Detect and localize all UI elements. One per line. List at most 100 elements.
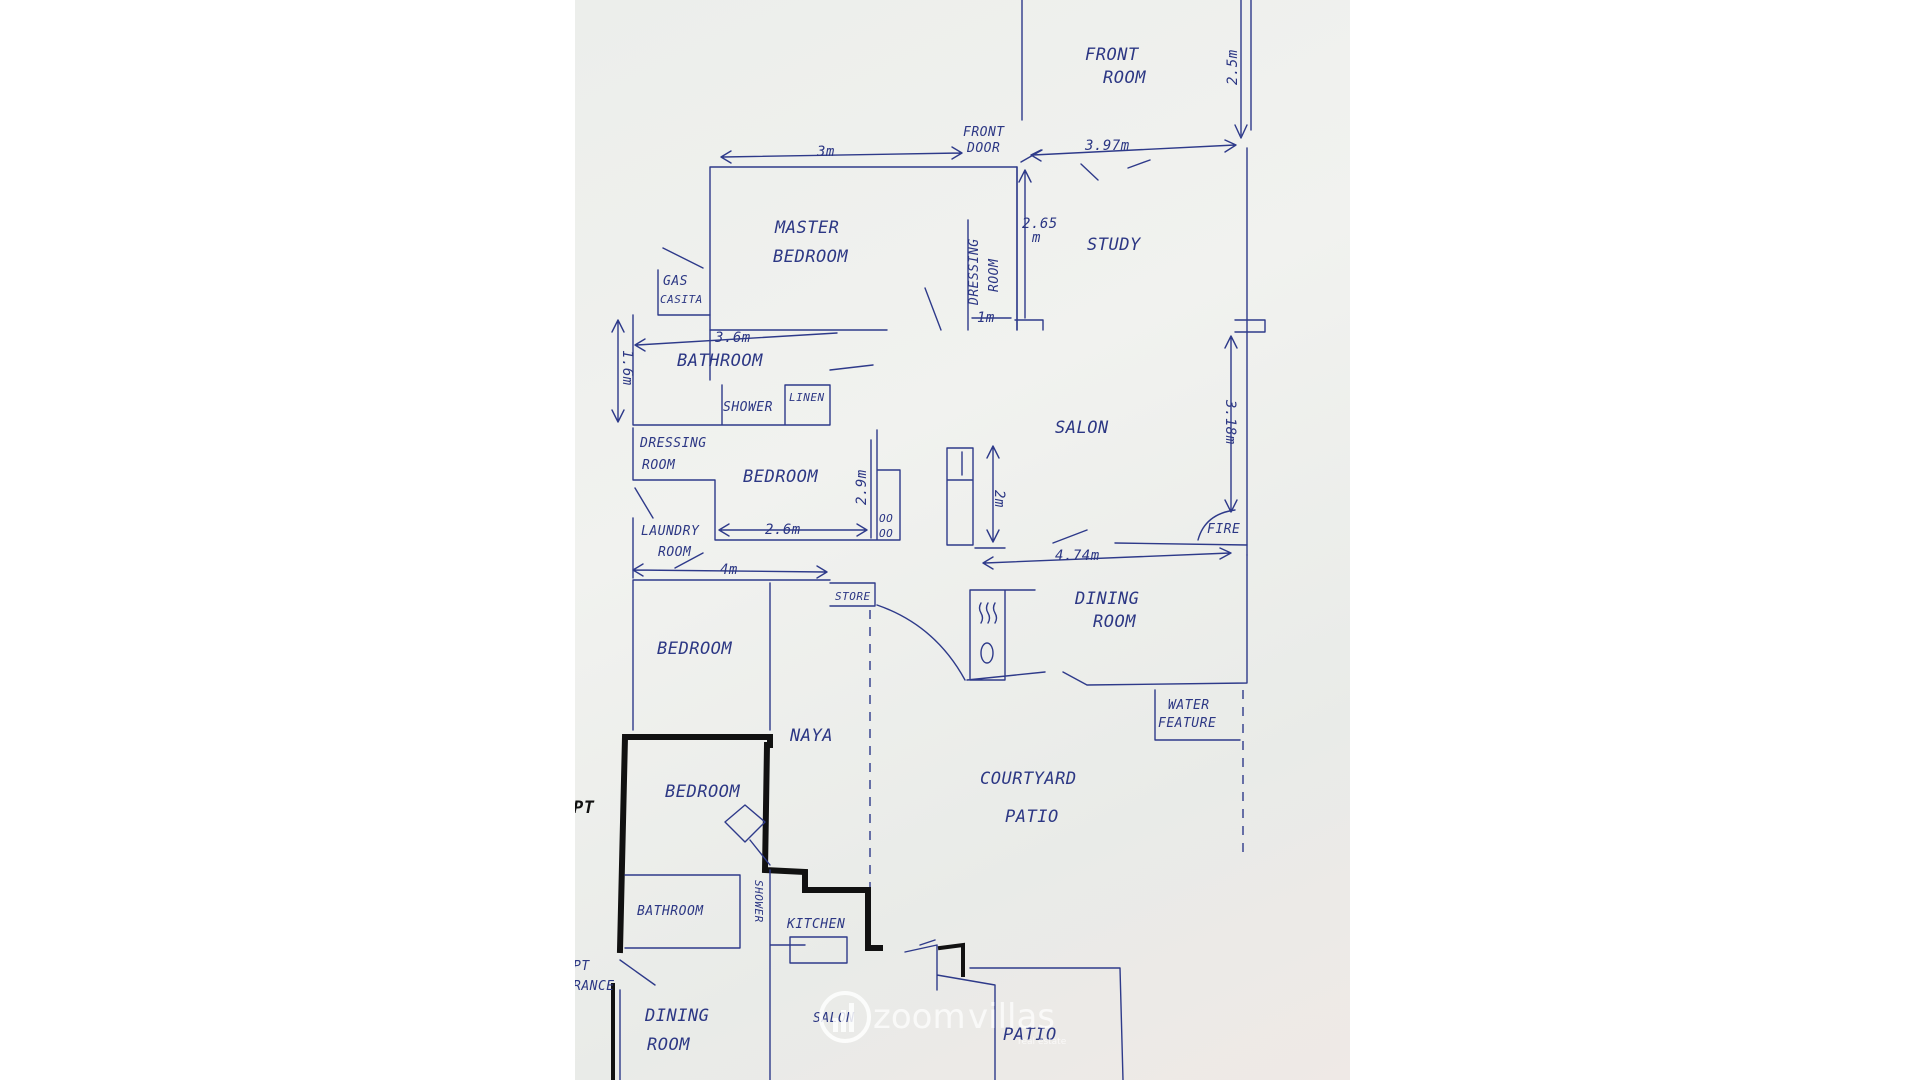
floor-plan-sketch: FRONT ROOM 2.5m FRONT DOOR 3m 3.97m MAST… xyxy=(575,0,1266,1080)
label-dining-2: ROOM xyxy=(1093,612,1136,632)
label-laundry-2: ROOM xyxy=(658,545,692,560)
label-apt-dining-1: DINING xyxy=(644,1006,709,1026)
salon-bottom-wall xyxy=(974,529,1248,549)
dim-2-6: 2.6m xyxy=(765,522,801,538)
label-store: STORE xyxy=(835,590,871,603)
dim-3m: 3m xyxy=(816,144,835,160)
dim-arrow-4m xyxy=(632,563,828,579)
apt-door-marker xyxy=(724,804,771,866)
watermark-logo-icon xyxy=(819,991,871,1043)
dim-2-5: 2.5m xyxy=(1225,49,1241,85)
dim-arrow-2-6 xyxy=(718,523,868,537)
watermark-brand-first: zoom xyxy=(873,997,966,1037)
label-linen: LINEN xyxy=(789,391,825,404)
label-shower-main: SHOWER xyxy=(723,400,773,415)
label-master-bedroom-2: BEDROOM xyxy=(773,247,848,267)
dining-heat-marks xyxy=(978,602,998,624)
store-walls xyxy=(829,582,876,607)
watermark-brand-second: villas xyxy=(968,997,1055,1037)
front-room-dim-line xyxy=(1234,0,1248,139)
label-apt-bathroom: BATHROOM xyxy=(637,904,704,919)
label-gas-casita-2: CASITA xyxy=(660,293,703,306)
apt-entry-wall xyxy=(611,942,965,1080)
label-master-bedroom-1: MASTER xyxy=(774,218,839,238)
dim-3-18: 3.18m xyxy=(1222,399,1238,445)
dim-1-6: 1.6m xyxy=(619,350,635,386)
label-apt-entrance-2: RANCE xyxy=(575,979,615,994)
dim-arrow-2-65 xyxy=(1018,169,1032,319)
apartment-inner-walls xyxy=(624,869,806,1080)
apt-lower-walls xyxy=(619,939,996,1080)
wardrobe-marks: OO xyxy=(879,512,893,525)
laundry-walls xyxy=(632,487,704,579)
apt-kitchen-box xyxy=(789,936,848,964)
dressing-room-walls xyxy=(967,166,1044,331)
label-apt-edge: PT xyxy=(575,798,595,818)
fire-arc xyxy=(1197,509,1236,541)
label-front-room-2: ROOM xyxy=(1103,68,1146,88)
watermark-tagline: real estate xyxy=(1018,1037,1067,1047)
label-apt-bedroom: BEDROOM xyxy=(665,782,740,802)
dim-2-65-b: m xyxy=(1031,230,1041,246)
label-bedroom-3: BEDROOM xyxy=(657,639,732,659)
watermark-logo-bar-2 xyxy=(841,1010,846,1032)
dim-2-65-a: 2.65 xyxy=(1022,216,1058,232)
dim-2m: 2m xyxy=(991,490,1007,508)
dim-arrow-3-97 xyxy=(1030,139,1237,162)
courtyard-door-arc xyxy=(876,604,966,681)
label-apt-patio: PATIO xyxy=(1003,1025,1057,1045)
dim-1m: 1m xyxy=(977,310,995,326)
dressing-room-2-walls xyxy=(632,427,901,541)
dim-arrow-2m xyxy=(986,445,1000,543)
label-naya: NAYA xyxy=(789,726,833,746)
label-dining-1: DINING xyxy=(1074,589,1139,609)
dining-stove xyxy=(980,642,994,664)
watermark-logo-bar-3 xyxy=(849,1003,854,1032)
label-dressing-room-2-2: ROOM xyxy=(642,458,676,473)
label-dressing-room-2-1: DRESSING xyxy=(639,436,707,451)
wardrobe-marks-2: OO xyxy=(879,527,893,540)
label-study: STUDY xyxy=(1087,235,1142,255)
bedroom-3-walls xyxy=(632,579,831,731)
dining-walls xyxy=(966,554,1248,686)
bathroom-walls xyxy=(632,314,874,426)
dim-2-9: 2.9m xyxy=(854,469,870,505)
dim-arrow-1-6 xyxy=(611,319,625,423)
label-laundry-1: LAUNDRY xyxy=(641,524,700,539)
label-gas-casita-1: GAS xyxy=(663,274,688,289)
gas-casita-walls xyxy=(657,247,711,316)
label-front-door-1: FRONT xyxy=(963,125,1005,140)
watermark-logo-bar-1 xyxy=(833,1018,838,1032)
label-dressing-room-main-2: ROOM xyxy=(987,258,1002,292)
label-bedroom-2: BEDROOM xyxy=(743,467,818,487)
watermark-logo: zoom villas real estate xyxy=(819,991,1067,1047)
water-feature-walls xyxy=(1154,689,1241,741)
salon-features xyxy=(946,447,974,546)
dim-3-6: 3.6m xyxy=(714,330,751,346)
label-apt-dining-2: ROOM xyxy=(647,1035,690,1055)
label-fire: FIRE xyxy=(1207,522,1240,537)
label-apt-shower: SHOWER xyxy=(752,880,765,923)
label-patio: PATIO xyxy=(1005,807,1059,827)
apt-patio-walls xyxy=(969,967,1124,1080)
label-courtyard: COURTYARD xyxy=(980,769,1077,789)
label-water-feature-2: FEATURE xyxy=(1158,716,1216,731)
label-front-door-2: DOOR xyxy=(966,141,1000,156)
apartment-walls xyxy=(616,734,883,954)
dim-4m: 4m xyxy=(720,562,738,578)
label-dressing-room-main-1: DRESSING xyxy=(967,238,982,306)
label-bathroom-main: BATHROOM xyxy=(677,351,763,371)
master-bedroom-door xyxy=(924,287,942,331)
dim-arrow-3-6 xyxy=(634,332,838,352)
label-water-feature-1: WATER xyxy=(1168,698,1210,713)
label-front-room-1: FRONT xyxy=(1085,45,1140,65)
dim-4-74: 4.74m xyxy=(1055,548,1100,564)
dim-3-97: 3.97m xyxy=(1084,138,1130,154)
label-salon: SALON xyxy=(1055,418,1109,438)
label-apt-kitchen: KITCHEN xyxy=(786,917,845,932)
dim-arrow-3-18 xyxy=(1224,335,1238,513)
study-walls xyxy=(1020,147,1266,556)
dim-arrow-4-74 xyxy=(982,547,1232,570)
dim-arrow-3m xyxy=(720,146,963,164)
label-apt-entrance-1: PT xyxy=(575,959,590,974)
